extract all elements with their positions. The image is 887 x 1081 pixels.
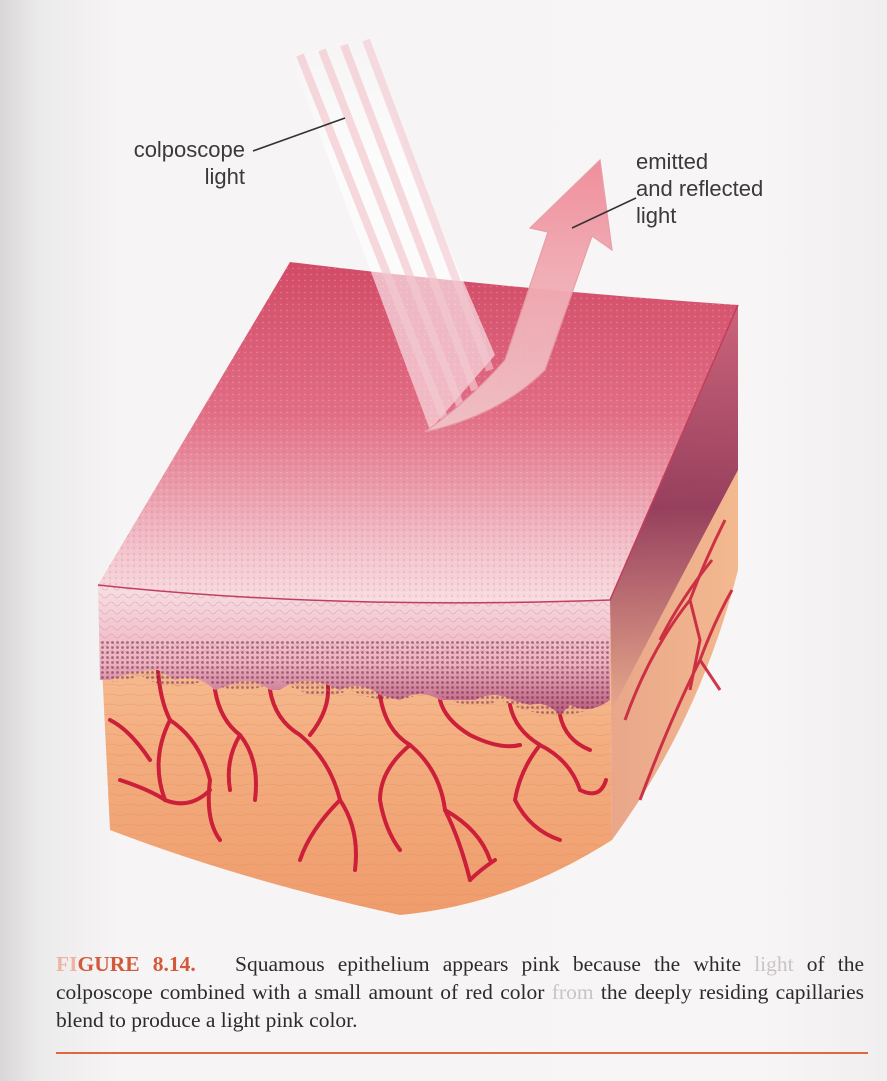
caption-faded-word-3: from	[552, 980, 594, 1004]
emitted-reflected-light-label: emitted and reflected light	[636, 148, 836, 229]
figure-number-visible: GURE 8.14.	[78, 952, 196, 976]
figure-caption: FIGURE 8.14. Squamous epithelium appears…	[56, 950, 864, 1034]
figure-number: FIGURE 8.14.	[56, 952, 196, 976]
caption-faded-word-2: light	[754, 952, 793, 976]
caption-line-1: Squamous epithelium appears pink because…	[235, 952, 741, 976]
colposcope-light-label: colposcope light	[108, 136, 245, 190]
caption-rule	[56, 1052, 868, 1054]
figure-number-faded: FI	[56, 952, 78, 976]
